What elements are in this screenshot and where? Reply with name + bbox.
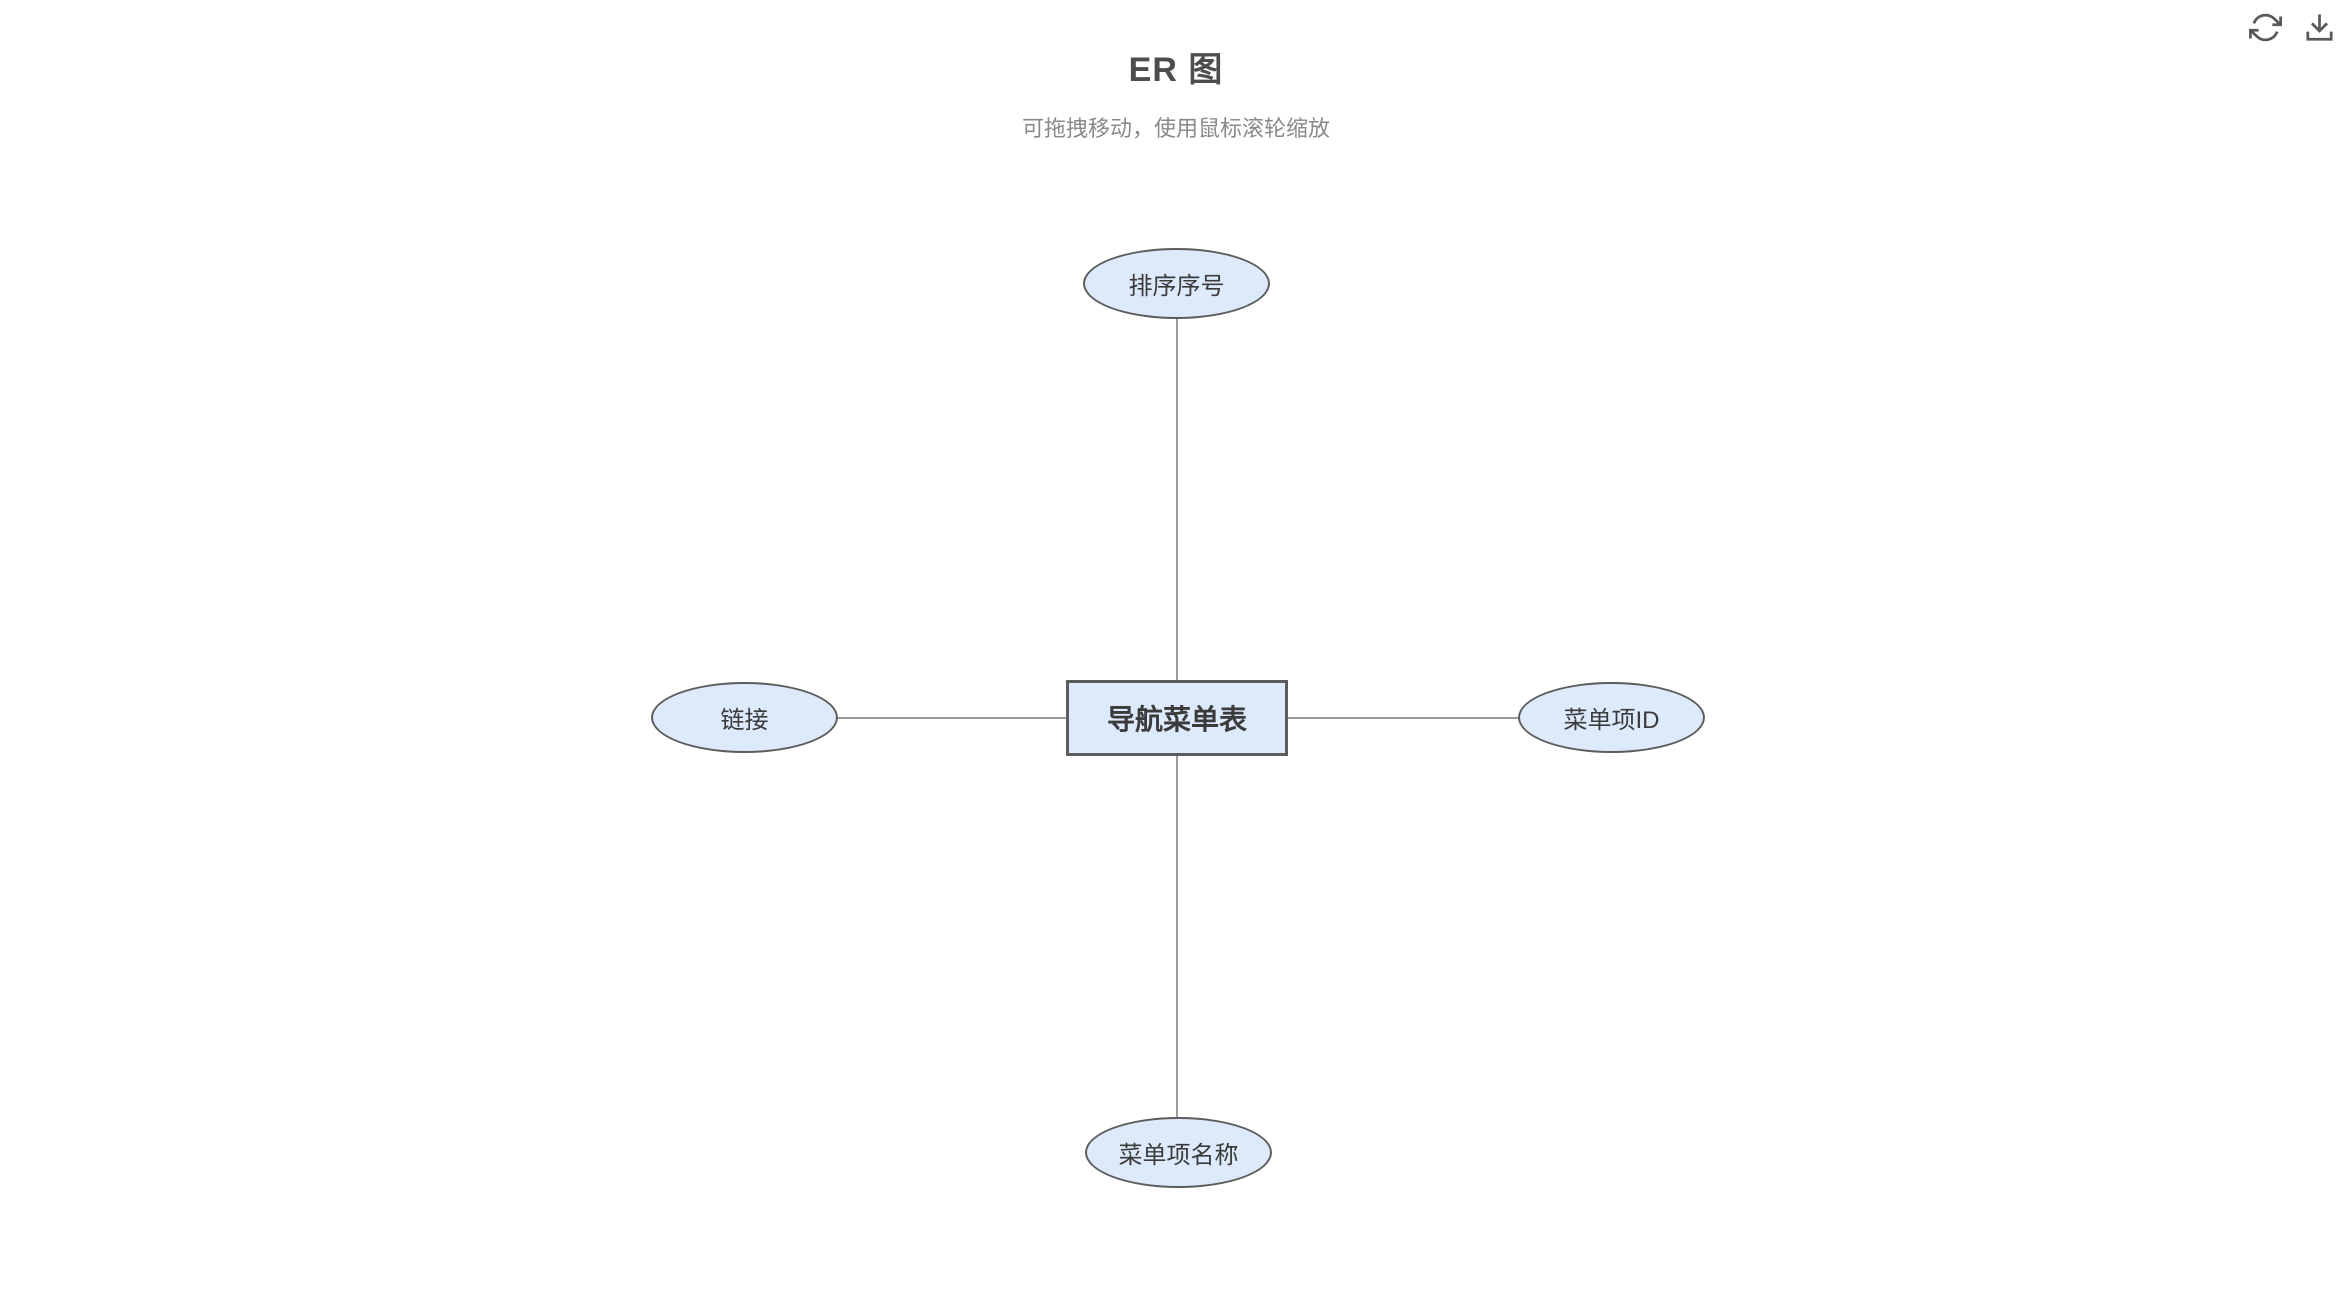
edge-entity-to-left-attribute	[836, 717, 1067, 719]
attribute-label: 菜单项名称	[1118, 1142, 1239, 1169]
attribute-node-right[interactable]: 菜单项ID	[1518, 682, 1705, 753]
attribute-label: 菜单项ID	[1563, 707, 1660, 734]
download-icon	[2303, 11, 2336, 47]
attribute-node-bottom[interactable]: 菜单项名称	[1085, 1117, 1272, 1188]
entity-node[interactable]: 导航菜单表	[1066, 680, 1288, 756]
edge-entity-to-top-attribute	[1176, 318, 1178, 681]
refresh-icon	[2248, 11, 2282, 47]
entity-label: 导航菜单表	[1106, 704, 1247, 735]
attribute-node-top[interactable]: 排序序号	[1083, 248, 1270, 319]
download-button[interactable]	[2300, 10, 2338, 48]
attribute-label: 链接	[720, 707, 769, 734]
toolbar	[2246, 10, 2338, 48]
attribute-node-left[interactable]: 链接	[651, 682, 838, 753]
edge-entity-to-bottom-attribute	[1176, 754, 1178, 1119]
attribute-label: 排序序号	[1128, 273, 1225, 300]
edge-entity-to-right-attribute	[1287, 717, 1519, 719]
refresh-button[interactable]	[2246, 10, 2284, 48]
